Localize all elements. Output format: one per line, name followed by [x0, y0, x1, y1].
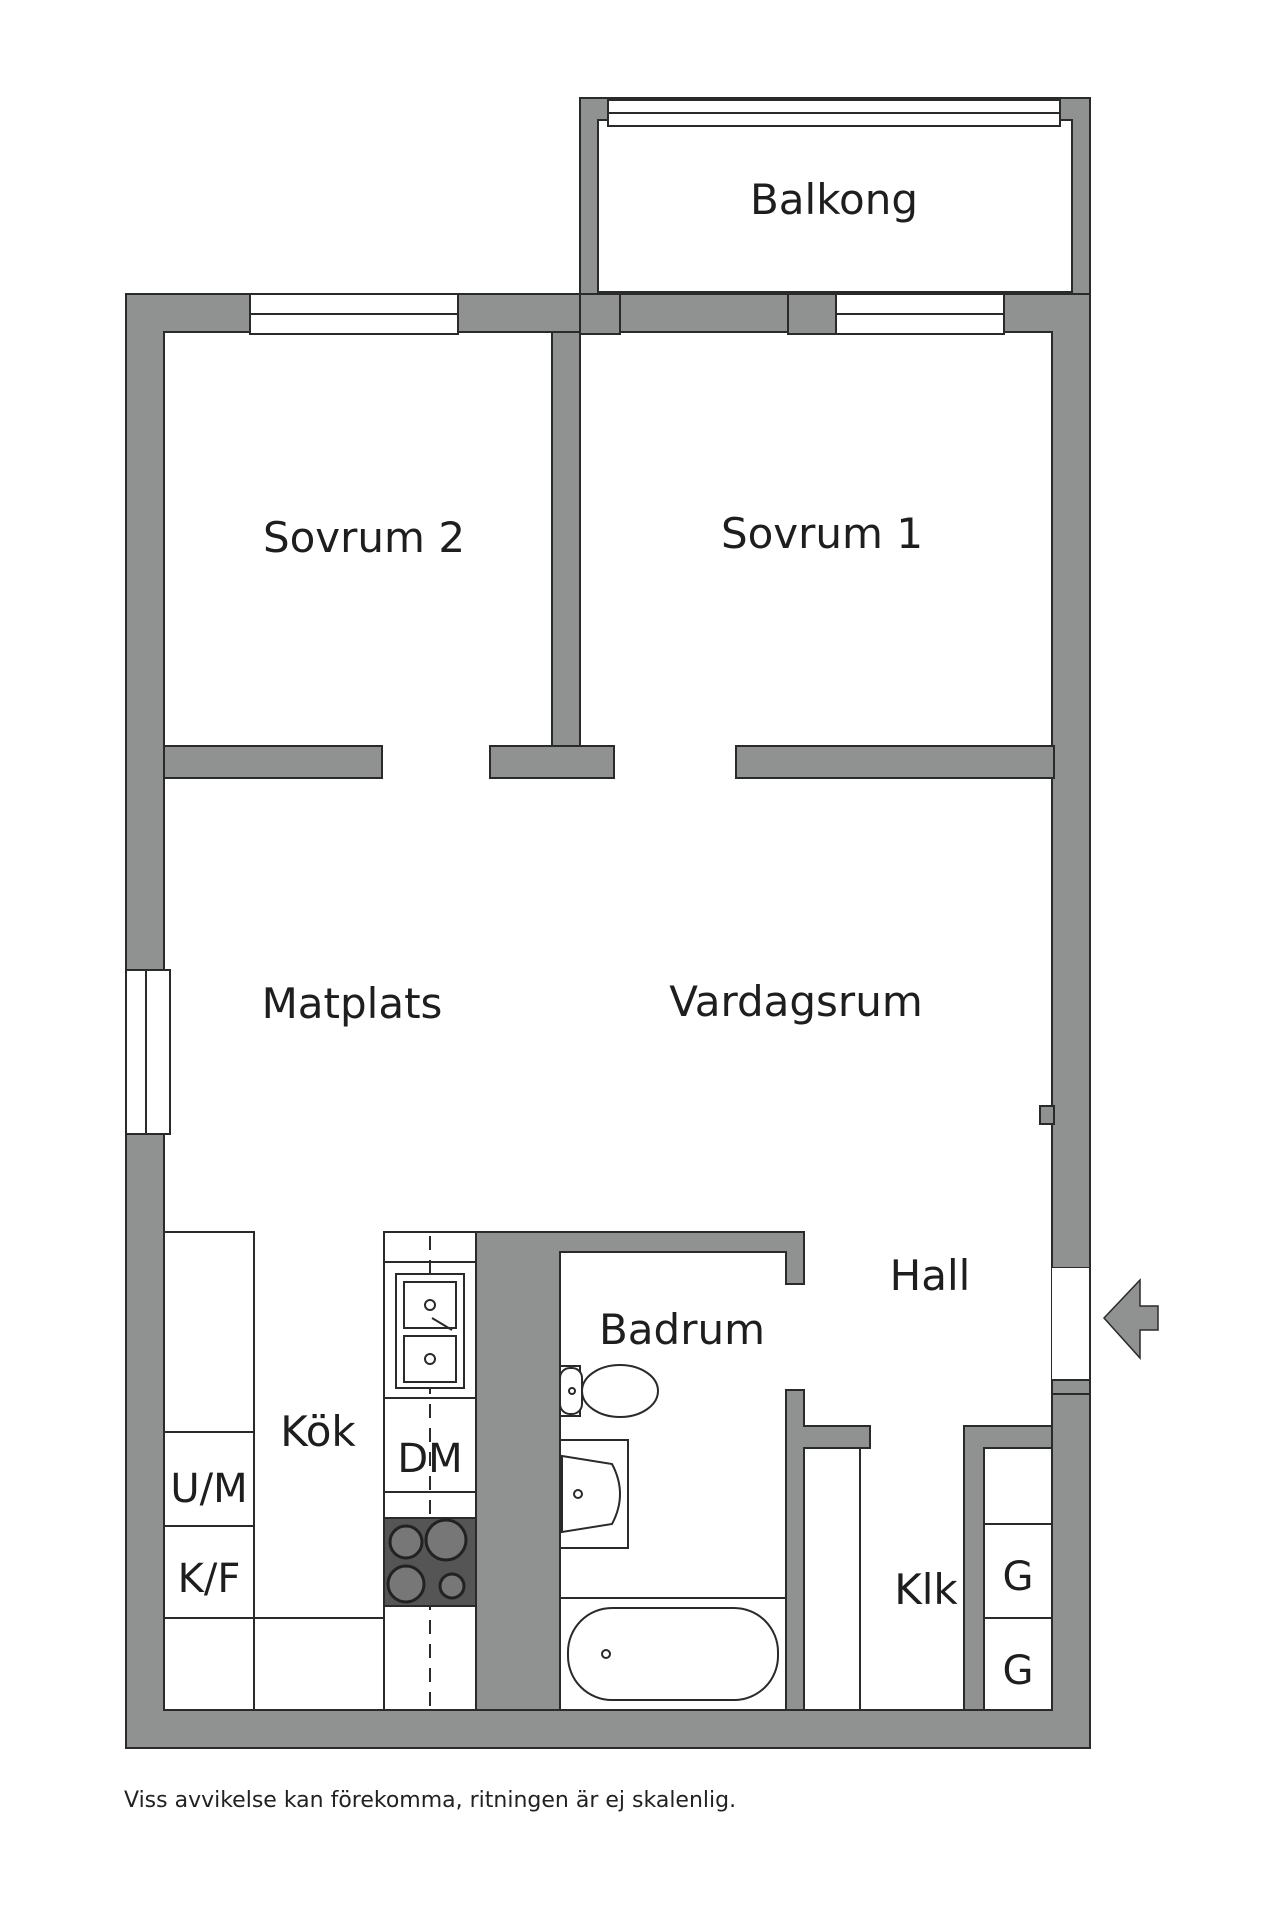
room-label-sovrum1: Sovrum 1	[721, 509, 923, 558]
stove-icon	[383, 1517, 477, 1607]
room-label-klk: Klk	[894, 1565, 958, 1614]
bathtub-icon	[559, 1597, 787, 1711]
room-label-badrum: Badrum	[599, 1305, 765, 1354]
room-label-hall: Hall	[890, 1251, 971, 1300]
fixture-label-kf: K/F	[178, 1556, 241, 1602]
kitchen-counter-left	[163, 1231, 255, 1711]
wall-sovrum2-bottom-right	[489, 745, 615, 779]
washbasin-icon	[559, 1439, 629, 1549]
klk-shelf	[803, 1447, 861, 1711]
wardrobe	[983, 1447, 1053, 1711]
fixture-label-um: U/M	[170, 1466, 247, 1512]
wall-sovrum2-bottom-left	[163, 745, 383, 779]
entrance-opening	[1052, 1268, 1090, 1388]
sink-icon	[395, 1273, 465, 1389]
entrance-arrow-icon	[1102, 1278, 1159, 1360]
room-label-balkong: Balkong	[750, 175, 918, 224]
wall-bedrooms	[551, 331, 581, 779]
wall-bathroom	[475, 1231, 805, 1711]
disclaimer-text: Viss avvikelse kan förekomma, ritningen …	[124, 1788, 737, 1813]
fixture-label-dm: DM	[397, 1436, 462, 1482]
room-label-kok: Kök	[280, 1407, 356, 1456]
room-label-vardagsrum: Vardagsrum	[669, 977, 922, 1026]
room-label-matplats: Matplats	[262, 979, 443, 1028]
fixture-label-g1: G	[1003, 1554, 1034, 1600]
toilet-icon	[559, 1364, 659, 1418]
fixture-label-g2: G	[1003, 1648, 1034, 1694]
wall-bathroom-right	[785, 1389, 871, 1711]
room-label-sovrum2: Sovrum 2	[263, 513, 465, 562]
window-matplats	[125, 969, 171, 1135]
wall-sovrum1-bottom	[735, 745, 1055, 779]
